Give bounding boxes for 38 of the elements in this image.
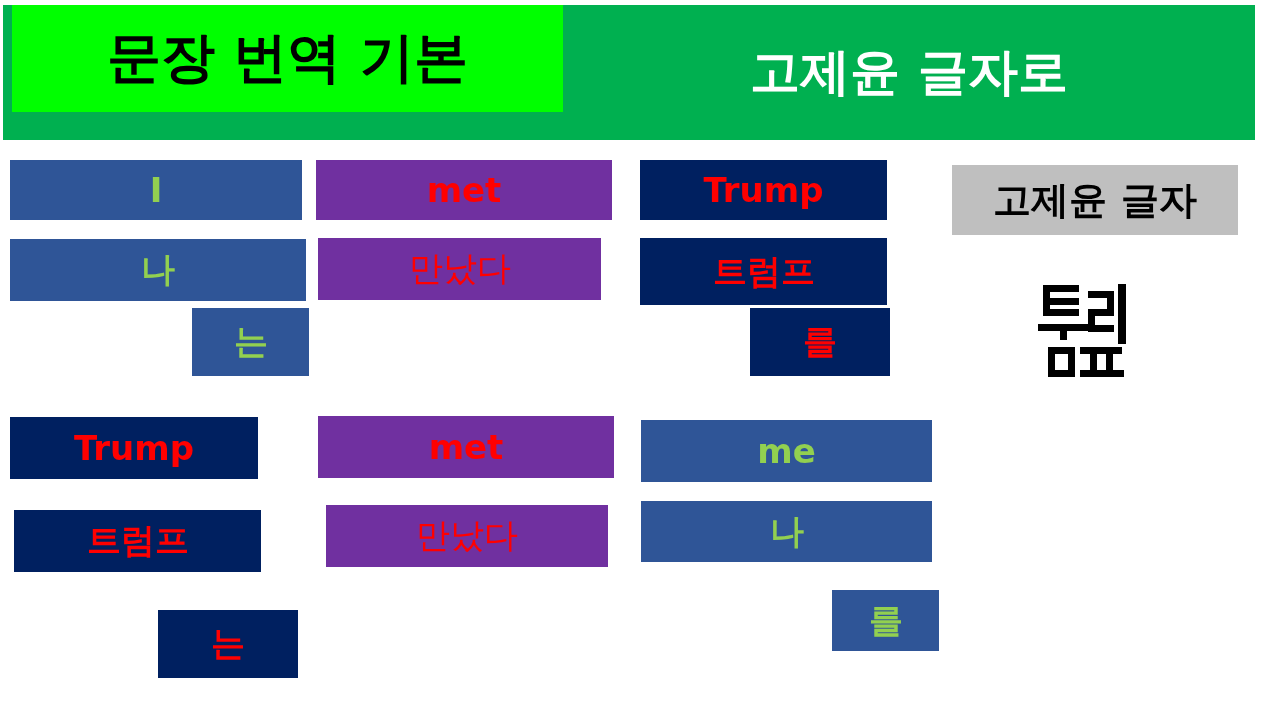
word: 를 bbox=[868, 598, 903, 642]
word-box bbox=[10, 160, 302, 220]
word-box bbox=[641, 501, 932, 562]
word-box bbox=[318, 238, 601, 300]
particle-box bbox=[192, 308, 309, 376]
word-box bbox=[640, 160, 887, 220]
word: 는 bbox=[211, 622, 245, 665]
word-box bbox=[641, 420, 932, 482]
word: 만났다 bbox=[408, 247, 511, 290]
word: met bbox=[426, 170, 502, 210]
word-box bbox=[318, 416, 614, 478]
word: me bbox=[757, 431, 816, 471]
title-band bbox=[3, 5, 1255, 140]
word: 는 bbox=[233, 320, 268, 363]
particle-box bbox=[832, 590, 939, 651]
word: 를 bbox=[803, 320, 837, 363]
word: 나 bbox=[141, 248, 175, 291]
word-box bbox=[952, 165, 1238, 235]
word: 문장 번역 기본 bbox=[106, 25, 469, 91]
word: Trump bbox=[73, 428, 195, 468]
word-box bbox=[14, 510, 261, 572]
title-box bbox=[12, 5, 563, 112]
particle-box bbox=[750, 308, 890, 376]
word-box bbox=[326, 505, 608, 567]
word: met bbox=[428, 427, 504, 467]
word-box bbox=[10, 417, 258, 479]
word: I bbox=[149, 170, 163, 210]
word: 고제윤 글자 bbox=[993, 176, 1197, 224]
word-box bbox=[316, 160, 612, 220]
word-box bbox=[10, 239, 306, 301]
word-box bbox=[640, 238, 887, 305]
particle-box bbox=[158, 610, 298, 678]
word: 나 bbox=[769, 509, 804, 553]
word: 트럼프 bbox=[712, 249, 815, 293]
word: 트럼프 bbox=[86, 519, 189, 562]
word: 만났다 bbox=[416, 514, 518, 557]
word: 고제윤 글자로 bbox=[750, 42, 1068, 103]
word: Trump bbox=[703, 170, 824, 210]
